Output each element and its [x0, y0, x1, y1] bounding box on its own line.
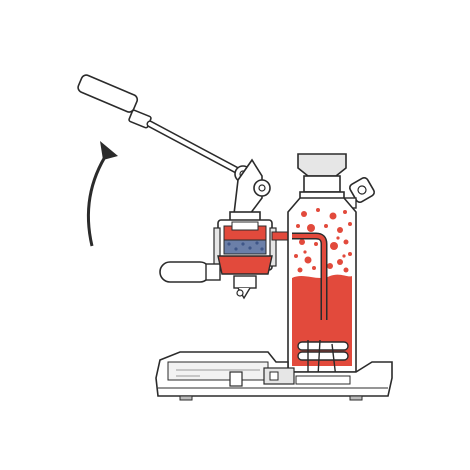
steam-droplets [294, 208, 352, 273]
drip-tray-base [155, 351, 393, 401]
portafilter [159, 255, 273, 300]
curved-arrow-up-icon [86, 141, 118, 247]
boiler-cap [297, 153, 347, 201]
lever-handle [77, 74, 252, 183]
boiler [287, 197, 357, 379]
lever-pivot [233, 158, 271, 215]
heating-element [297, 339, 349, 379]
